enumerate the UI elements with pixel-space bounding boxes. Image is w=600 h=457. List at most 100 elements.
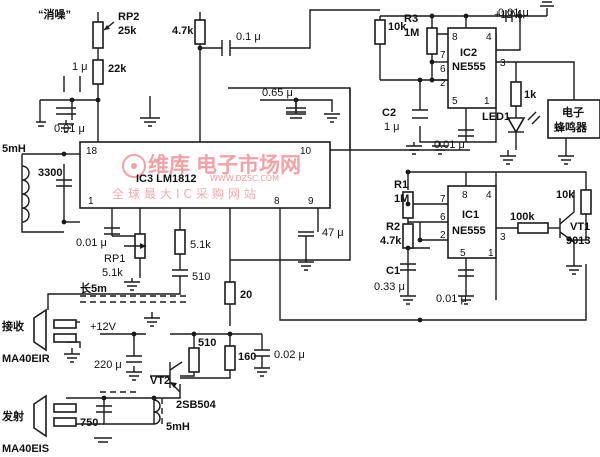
supply-top-label: +12V bbox=[494, 9, 521, 21]
l-5mh-left-label: 5mH bbox=[2, 143, 26, 155]
ic1-pin-3: 3 bbox=[500, 232, 506, 243]
tx-label: 发射 bbox=[1, 409, 24, 423]
c-510-label: 510 bbox=[192, 271, 210, 283]
buzzer-box bbox=[547, 99, 600, 150]
rp2-note: “消噪” bbox=[38, 7, 71, 21]
vt2-ref: VT2 bbox=[150, 375, 170, 387]
ic3-label: IC3 LM1812 bbox=[136, 173, 197, 185]
l-5mh-bottom-label: 5mH bbox=[166, 421, 190, 433]
watermark-url: WWW.DZSC.COM bbox=[210, 174, 279, 183]
ic3-pin-1: 1 bbox=[88, 196, 94, 207]
ic3-pin-18: 18 bbox=[86, 146, 98, 157]
vt1-part: 9013 bbox=[566, 235, 590, 247]
c-001-left-label: 0.01 μ bbox=[54, 123, 85, 135]
vt1-ref: VT1 bbox=[570, 221, 590, 233]
r-10k-right-label: 10k bbox=[556, 189, 575, 201]
c-001-bias-label: 0.01 μ bbox=[76, 237, 107, 249]
ic1-pin-7: 7 bbox=[440, 194, 446, 205]
ic1-pin-1: 1 bbox=[488, 248, 494, 259]
inductor-bottom bbox=[153, 398, 163, 428]
ic2-pin-3: 3 bbox=[500, 58, 506, 69]
rx-part: MA40EIR bbox=[2, 353, 50, 365]
supply-mid-label: +12V bbox=[90, 321, 117, 333]
r-160-label: 160 bbox=[238, 351, 256, 363]
ic3-pin-9: 9 bbox=[308, 196, 314, 207]
rp2-value: 25k bbox=[118, 25, 137, 37]
junctions bbox=[61, 13, 523, 401]
pot-arrows bbox=[103, 21, 146, 249]
c2-value: 1 μ bbox=[384, 121, 400, 133]
r3-value: 1M bbox=[404, 27, 419, 39]
labels: +12V +12V “消噪” RP2 25k 22k 1 μ 0.01 μ 4.… bbox=[1, 7, 590, 455]
r3-ref: R3 bbox=[404, 13, 418, 25]
buzzer-line1: 电子 bbox=[562, 105, 584, 119]
rp1-ref: RP1 bbox=[104, 253, 125, 265]
led1-symbol bbox=[506, 111, 541, 150]
r2-ref: R2 bbox=[386, 221, 400, 233]
c2-ref: C2 bbox=[382, 107, 396, 119]
receiver-transducer bbox=[33, 308, 77, 352]
c-065u-label: 0.65 μ bbox=[262, 87, 293, 99]
c-002u-label: 0.02 μ bbox=[274, 349, 305, 361]
c-01u-label: 0.1 μ bbox=[236, 31, 261, 43]
led1-label: LED1 bbox=[482, 111, 510, 123]
ic2-pin-7: 7 bbox=[440, 50, 446, 61]
r-51k-label: 5.1k bbox=[190, 239, 211, 251]
r-20-label: 20 bbox=[240, 289, 252, 301]
watermark-logo: 维库 电子市场网 WWW.DZSC.COM 全球最大IC采购网站 bbox=[112, 153, 301, 201]
r1-ref: R1 bbox=[394, 179, 408, 191]
grounds bbox=[36, 1, 582, 443]
ic2-pin-6: 6 bbox=[440, 64, 446, 75]
r-22k-label: 22k bbox=[108, 63, 127, 75]
capacitors bbox=[56, 10, 521, 413]
inductor-left bbox=[21, 165, 30, 223]
ic2-pin-2: 2 bbox=[440, 78, 446, 89]
cable-label: 长5m bbox=[80, 281, 107, 295]
vt1-transistor bbox=[559, 190, 575, 243]
c-3300-label: 3300 bbox=[38, 167, 62, 179]
c-220u-label: 220 μ bbox=[94, 359, 122, 371]
ic1-pin-8: 8 bbox=[462, 190, 468, 201]
ic2-pin-1: 1 bbox=[484, 96, 490, 107]
ic1-pin-6: 6 bbox=[440, 212, 446, 223]
ic2-pin-5: 5 bbox=[452, 96, 458, 107]
c-001-top-label: 0.01 μ bbox=[498, 7, 529, 19]
c1-value: 0.33 μ bbox=[374, 281, 405, 293]
c-001-ic2-label: 0.01 μ bbox=[434, 139, 465, 151]
watermark-slogan: 电子市场网 bbox=[196, 153, 301, 177]
tx-part: MA40EIS bbox=[2, 443, 49, 455]
vt2-part: 2SB504 bbox=[176, 399, 217, 411]
ic2-name: IC2 bbox=[460, 47, 477, 59]
shielded-cable bbox=[80, 295, 188, 393]
buzzer-line2: 蜂鸣器 bbox=[554, 120, 588, 134]
r-100k-label: 100k bbox=[510, 211, 535, 223]
rp1-value: 5.1k bbox=[102, 267, 123, 279]
r1-value: 1M bbox=[394, 193, 409, 205]
ic2-pin-4: 4 bbox=[486, 32, 492, 43]
c-1u-top-label: 1 μ bbox=[72, 61, 88, 73]
r-47k-top-label: 4.7k bbox=[172, 25, 194, 37]
ic2-part: NE555 bbox=[452, 61, 486, 73]
c-001-ic1-label: 0.01 μ bbox=[436, 293, 467, 305]
r2-value: 4.7k bbox=[380, 235, 402, 247]
transmitter-transducer bbox=[33, 394, 77, 438]
watermark-brand: 维库 bbox=[148, 153, 190, 177]
ic2-pin-8: 8 bbox=[452, 32, 458, 43]
ic1-pin-4: 4 bbox=[486, 190, 492, 201]
r-1k-label: 1k bbox=[524, 89, 537, 101]
ic3-body bbox=[79, 141, 331, 209]
rx-label: 接收 bbox=[2, 319, 24, 333]
r-510-label: 510 bbox=[198, 337, 216, 349]
c-47u-label: 47 μ bbox=[322, 227, 344, 239]
r-10k-top-label: 10k bbox=[388, 21, 407, 33]
ic1-body bbox=[447, 185, 497, 259]
vt2-transistor bbox=[150, 361, 183, 393]
ic1-pin-2: 2 bbox=[440, 230, 446, 241]
ic1-pin-5: 5 bbox=[460, 248, 466, 259]
ic3-pin-8: 8 bbox=[274, 196, 280, 207]
ic3-pin-10: 10 bbox=[300, 146, 312, 157]
watermark-sub: 全球最大IC采购网站 bbox=[112, 186, 260, 201]
ic2-body bbox=[447, 27, 497, 109]
c-750-label: 750 bbox=[80, 417, 98, 429]
